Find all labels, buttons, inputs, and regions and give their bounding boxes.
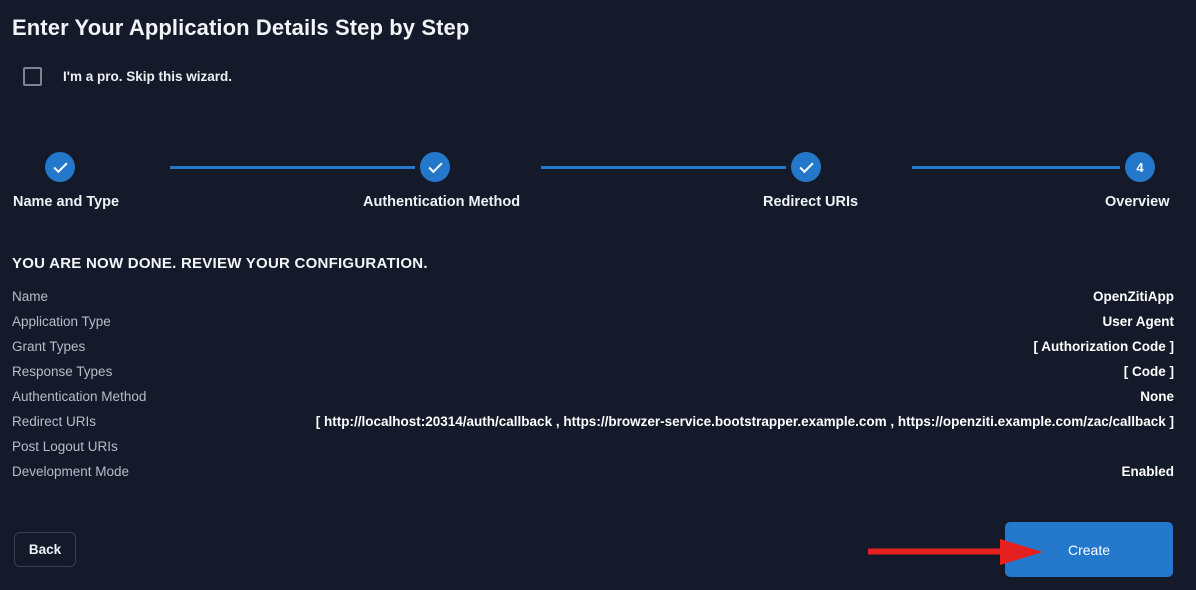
row-value-redirect-uris: [ http://localhost:20314/auth/callback ,… [315,414,1174,429]
page-title: Enter Your Application Details Step by S… [12,15,470,40]
stepper-label-redirect-uris[interactable]: Redirect URIs [763,194,859,210]
skip-wizard-label: I'm a pro. Skip this wizard. [63,69,232,84]
row-label-response-types: Response Types [12,364,113,379]
row-value-authentication-method: None [1140,389,1174,404]
wizard-stepper: 4 Name and Type Authentication Method Re… [0,152,1196,222]
stepper-labels: Name and Type Authentication Method Redi… [0,194,1196,214]
table-row: Authentication Method None [12,389,1174,414]
stepper-connector-1 [170,166,415,169]
table-row: Development Mode Enabled [12,464,1174,489]
stepper-node-authentication-method[interactable] [420,152,450,182]
stepper-connector-2 [541,166,786,169]
row-label-grant-types: Grant Types [12,339,86,354]
row-value-application-type: User Agent [1102,314,1174,329]
skip-wizard-row[interactable]: I'm a pro. Skip this wizard. [23,67,232,86]
row-label-post-logout-uris: Post Logout URIs [12,439,118,454]
row-label-authentication-method: Authentication Method [12,389,147,404]
stepper-track: 4 [0,152,1196,184]
stepper-label-authentication-method[interactable]: Authentication Method [363,194,521,210]
table-row: Post Logout URIs [12,439,1174,464]
configuration-summary-list: Name OpenZitiApp Application Type User A… [12,289,1174,489]
checkbox-unchecked-icon[interactable] [23,67,42,86]
stepper-node-redirect-uris[interactable] [791,152,821,182]
review-heading: YOU ARE NOW DONE. REVIEW YOUR CONFIGURAT… [12,255,428,272]
table-row: Redirect URIs [ http://localhost:20314/a… [12,414,1174,439]
check-icon [427,158,443,173]
row-label-redirect-uris: Redirect URIs [12,414,97,429]
step-number-icon: 4 [1136,159,1144,175]
row-value-response-types: [ Code ] [1123,364,1174,379]
row-label-name: Name [12,289,49,304]
check-icon [798,158,814,173]
table-row: Application Type User Agent [12,314,1174,339]
table-row: Name OpenZitiApp [12,289,1174,314]
create-button[interactable]: Create [1005,522,1173,577]
stepper-node-overview[interactable]: 4 [1125,152,1155,182]
table-row: Grant Types [ Authorization Code ] [12,339,1174,364]
back-button[interactable]: Back [14,532,76,567]
row-value-name: OpenZitiApp [1093,289,1174,304]
stepper-label-overview[interactable]: Overview [1105,194,1170,210]
row-value-development-mode: Enabled [1121,464,1174,479]
check-icon [52,158,68,173]
stepper-node-name-and-type[interactable] [45,152,75,182]
row-value-grant-types: [ Authorization Code ] [1033,339,1174,354]
row-label-development-mode: Development Mode [12,464,130,479]
table-row: Response Types [ Code ] [12,364,1174,389]
row-label-application-type: Application Type [12,314,111,329]
stepper-connector-3 [912,166,1120,169]
stepper-label-name-and-type[interactable]: Name and Type [13,194,120,210]
